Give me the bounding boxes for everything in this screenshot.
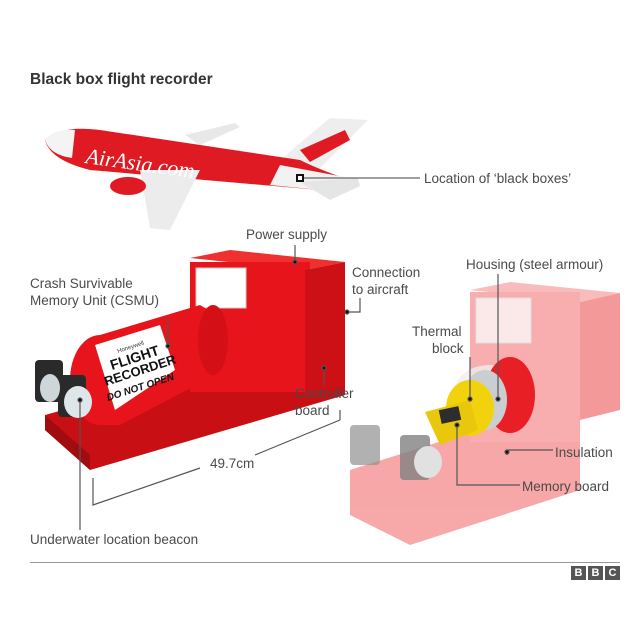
page-title: Black box flight recorder [30,71,213,88]
thermal-label-line1: Thermal [412,324,462,339]
controller-label-line2: board [295,403,330,418]
controller-label-line1: Controller [295,386,354,401]
divider [30,562,620,563]
black-box-location-label: Location of ‘black boxes’ [424,171,572,186]
bbc-logo: B B C [571,566,620,580]
logo-letter: B [588,566,603,580]
beacon-label: Underwater location beacon [30,532,199,547]
length-label: 49.7cm [210,456,255,471]
logo-letter: B [571,566,586,580]
flight-recorder-illustration: FLIGHT RECORDER DO NOT OPEN Honeywell [35,250,345,470]
csmu-label-line2: Memory Unit (CSMU) [30,293,160,308]
black-box-location-marker [296,174,304,182]
housing-label: Housing (steel armour) [466,257,604,272]
cutaway-illustration [350,282,620,545]
insulation-label: Insulation [555,445,613,460]
power-supply-label: Power supply [246,227,328,242]
logo-letter: C [605,566,620,580]
thermal-label-line2: block [432,341,464,356]
connection-label-line2: to aircraft [352,282,409,297]
connection-label-line1: Connection [352,265,421,280]
memory-board-label: Memory board [522,479,610,494]
airplane-illustration: AirAsia.com [45,118,368,230]
csmu-label-line1: Crash Survivable [30,276,133,291]
